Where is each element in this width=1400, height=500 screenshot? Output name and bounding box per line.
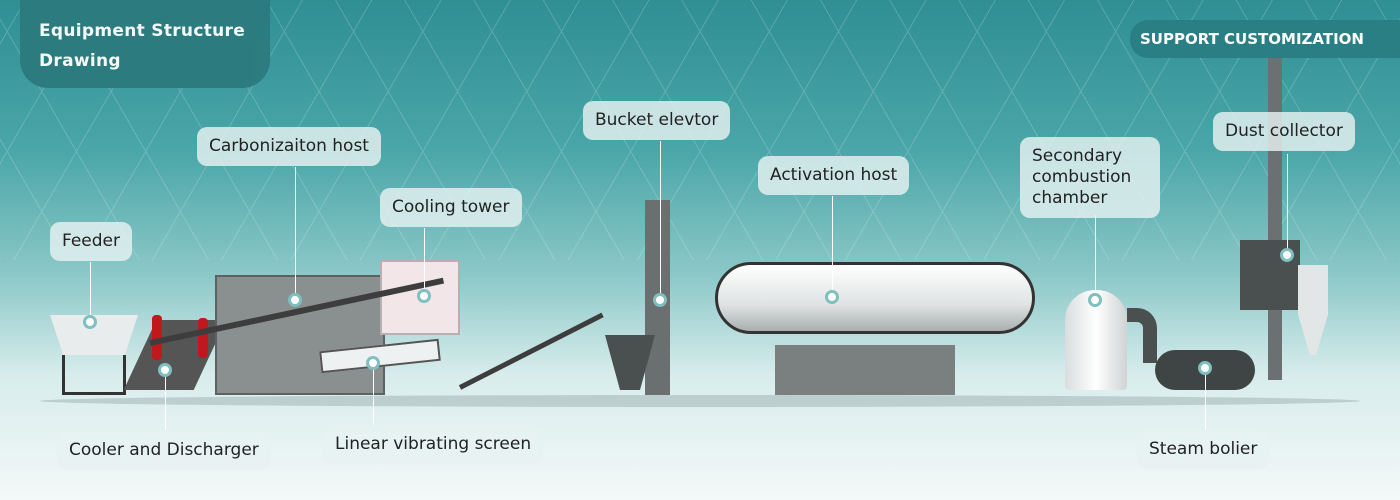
title-line-1: Equipment Structure xyxy=(39,21,246,41)
label-carbonization-host: Carbonizaiton host xyxy=(197,127,381,166)
leader-line xyxy=(660,141,661,301)
vibrating-screen-marker[interactable] xyxy=(366,356,380,370)
cooler-discharger-marker[interactable] xyxy=(158,363,172,377)
label-bucket-elevator: Bucket elevtor xyxy=(583,101,731,140)
combustion-chamber-marker[interactable] xyxy=(1088,293,1102,307)
support-customization-badge: SUPPORT CUSTOMIZATION xyxy=(1130,20,1400,58)
feeder-stand xyxy=(62,355,126,395)
label-secondary-combustion-chamber: Secondary combustion chamber xyxy=(1020,137,1160,218)
label-cooling-tower: Cooling tower xyxy=(380,188,522,227)
kiln-base xyxy=(775,345,955,395)
leader-line xyxy=(295,167,296,300)
activation-host-marker[interactable] xyxy=(825,290,839,304)
steam-boiler-marker[interactable] xyxy=(1198,361,1212,375)
duct-pipe xyxy=(1127,308,1157,363)
label-cooler-and-discharger: Cooler and Discharger xyxy=(57,431,271,470)
carbonization-machine xyxy=(215,275,385,395)
long-conveyor xyxy=(458,312,604,390)
bucket-elevator-marker[interactable] xyxy=(653,293,667,307)
label-activation-host: Activation host xyxy=(758,156,910,195)
leader-line xyxy=(424,228,425,296)
cooling-tower-marker[interactable] xyxy=(417,289,431,303)
floor-shadow xyxy=(40,395,1360,407)
carbonization-host-marker[interactable] xyxy=(288,293,302,307)
leader-line xyxy=(832,196,833,297)
label-feeder: Feeder xyxy=(50,222,133,261)
leader-line xyxy=(165,370,166,430)
dust-collector-marker[interactable] xyxy=(1280,248,1294,262)
title-panel: Equipment Structure Drawing xyxy=(20,0,270,88)
leader-line xyxy=(90,262,91,322)
leader-line xyxy=(1287,154,1288,255)
activation-kiln xyxy=(715,262,1035,334)
title-line-2: Drawing xyxy=(39,51,121,71)
leader-line xyxy=(373,363,374,425)
leader-line xyxy=(1095,215,1096,300)
label-dust-collector: Dust collector xyxy=(1213,112,1355,151)
feeder-marker[interactable] xyxy=(83,315,97,329)
cyclone xyxy=(1298,265,1328,355)
label-steam-boiler: Steam bolier xyxy=(1137,430,1270,469)
chimney xyxy=(1268,50,1282,380)
red-roller-2 xyxy=(198,318,208,358)
label-linear-vibrating-screen: Linear vibrating screen xyxy=(323,425,544,464)
leader-line xyxy=(1205,368,1206,430)
